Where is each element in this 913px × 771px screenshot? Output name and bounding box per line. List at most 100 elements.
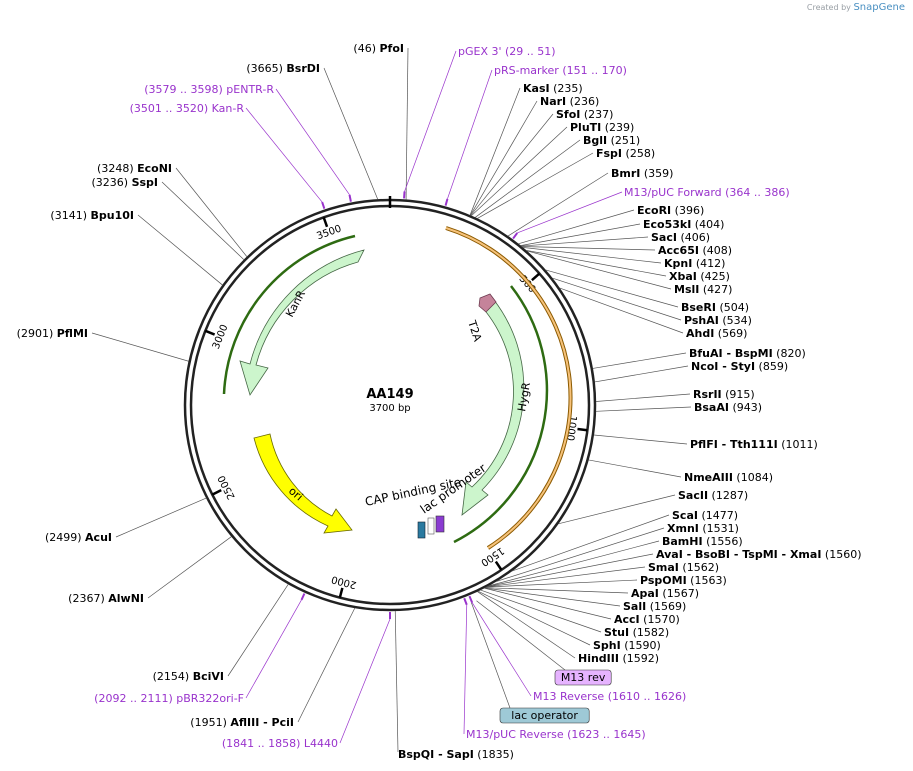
enzyme-smai[interactable]: SmaI (1562): [648, 561, 719, 574]
leader-line: [522, 247, 662, 264]
enzyme-bpu10i[interactable]: (3141) Bpu10I: [50, 209, 134, 222]
enzyme-acc65i[interactable]: Acc65I (408): [658, 244, 732, 257]
enzyme-fspi[interactable]: FspI (258): [596, 147, 655, 160]
leader-line: [447, 69, 493, 199]
leader-line: [595, 406, 692, 412]
leader-line: [477, 152, 594, 219]
t2a-feature[interactable]: [478, 293, 497, 313]
plasmid-name: AA149: [366, 387, 413, 402]
enzyme-saci[interactable]: SacI (406): [651, 231, 710, 244]
leader-line: [297, 607, 356, 723]
enzyme-pspomi[interactable]: PspOMI (1563): [640, 574, 727, 587]
annotation-labels: (46) PfoI (3665) BsrDI (3248) EcoNI(3236) …: [17, 42, 862, 761]
enzyme-kasi[interactable]: KasI (235): [523, 82, 583, 95]
ori-feature[interactable]: [253, 433, 353, 534]
enzyme-ahdi[interactable]: AhdI (569): [686, 327, 747, 340]
enzyme-bamhi[interactable]: BamHI (1556): [662, 535, 743, 548]
leader-line: [593, 434, 688, 445]
leader-line: [526, 250, 667, 277]
leader-line: [484, 587, 612, 620]
leader-line: [323, 67, 379, 200]
tick-3500: [322, 216, 329, 228]
primer-pbr322ori-f[interactable]: (2092 .. 2111) pBR322ori-F: [94, 692, 244, 705]
primer-l4440[interactable]: (1841 .. 1858) L4440: [222, 737, 338, 750]
enzyme-stui[interactable]: StuI (1582): [604, 626, 669, 639]
enzyme-xmni[interactable]: XmnI (1531): [667, 522, 739, 535]
leader-line: [91, 332, 189, 362]
leader-line: [480, 589, 602, 633]
leader-line: [595, 393, 691, 402]
enzyme-sphi[interactable]: SphI (1590): [593, 639, 661, 652]
tick-1000: [577, 427, 588, 432]
enzyme-bfuai[interactable]: BfuAI - BspMI (820): [689, 347, 806, 360]
primer-pentr-r[interactable]: (3579 .. 3598) pENTR-R: [144, 83, 274, 96]
enzyme-afliii[interactable]: (1951) AflIII - PciI: [190, 716, 294, 729]
enzyme-bgli[interactable]: BglI (251): [583, 134, 640, 147]
enzyme-pflmi[interactable]: (2901) PflMI: [17, 327, 88, 340]
enzyme-bcivi[interactable]: (2154) BciVI: [153, 670, 224, 683]
primer-pgex-3-[interactable]: pGEX 3' (29 .. 51): [458, 45, 556, 58]
hygr-track: [453, 285, 549, 544]
enzyme-kpni[interactable]: KpnI (412): [664, 257, 725, 270]
enzyme-pfoi[interactable]: (46) PfoI: [353, 42, 404, 55]
leader-line: [471, 602, 532, 697]
leader-line: [476, 600, 566, 671]
enzyme-econi[interactable]: (3248) EcoNI: [97, 162, 172, 175]
m13-rev-feature[interactable]: [435, 515, 445, 533]
enzyme-avai[interactable]: AvaI - BsoBI - TspMI - XmaI (1560): [656, 548, 862, 561]
primer-m13-puc-reverse[interactable]: M13/pUC Reverse (1623 .. 1645): [466, 728, 646, 741]
enzyme-pluti[interactable]: PluTI (239): [570, 121, 634, 134]
box-M13-rev[interactable]: [554, 669, 612, 686]
box-lac-operator[interactable]: [499, 707, 590, 724]
enzyme-apai[interactable]: ApaI (1567): [631, 587, 699, 600]
plasmid-length: 3700 bp: [369, 403, 410, 414]
kanr-feature[interactable]: [239, 249, 365, 396]
tick-label-1500: 1500: [479, 545, 506, 568]
lac-operator-feature[interactable]: [427, 517, 435, 535]
enzyme-sacii[interactable]: SacII (1287): [678, 489, 748, 502]
site-mark: [512, 232, 519, 240]
enzyme-bspqi[interactable]: BspQI - SapI (1835): [398, 748, 514, 761]
leader-line: [245, 599, 302, 699]
annotation-lines: [91, 47, 692, 753]
enzyme-hindiii[interactable]: HindIII (1592): [578, 652, 659, 665]
enzyme-alwni[interactable]: (2367) AlwNI: [68, 592, 144, 605]
enzyme-acci[interactable]: AccI (1570): [614, 613, 680, 626]
primer-m13-reverse[interactable]: M13 Reverse (1610 .. 1626): [533, 690, 686, 703]
hygr-feature[interactable]: [461, 299, 525, 516]
leader-line: [245, 107, 323, 203]
enzyme-acui[interactable]: (2499) AcuI: [45, 531, 112, 544]
primer-kan-r[interactable]: (3501 .. 3520) Kan-R: [130, 102, 245, 115]
enzyme-bsaai[interactable]: BsaAI (943): [694, 401, 762, 414]
leader-line: [496, 527, 665, 582]
enzyme-sspi[interactable]: (3236) SspI: [91, 176, 158, 189]
enzyme-pflfi[interactable]: PflFI - Tth111I (1011): [690, 438, 818, 451]
leader-line: [526, 250, 672, 290]
leader-line: [405, 47, 409, 200]
site-mark: [444, 198, 449, 206]
enzyme-nari[interactable]: NarI (236): [540, 95, 599, 108]
enzyme-sfoi[interactable]: SfoI (237): [556, 108, 613, 121]
enzyme-xbai[interactable]: XbaI (425): [669, 270, 730, 283]
tick-label-2000: 2000: [330, 573, 357, 590]
kanr-track: [222, 234, 356, 395]
leader-line: [520, 223, 641, 246]
enzyme-rsrii[interactable]: RsrII (915): [693, 388, 755, 401]
tick-500: [531, 272, 541, 282]
enzyme-bmri[interactable]: BmrI (359): [611, 167, 673, 180]
primer-m13-puc-forward[interactable]: M13/pUC Forward (364 .. 386): [624, 186, 790, 199]
primer-prs-marker[interactable]: pRS-marker (151 .. 170): [494, 64, 627, 77]
enzyme-eco53ki[interactable]: Eco53kI (404): [643, 218, 724, 231]
enzyme-pshai[interactable]: PshAI (534): [684, 314, 752, 327]
enzyme-scai[interactable]: ScaI (1477): [672, 509, 738, 522]
enzyme-nmeaiii[interactable]: NmeAIII (1084): [684, 471, 773, 484]
leader-line: [471, 602, 511, 709]
enzyme-sali[interactable]: SalI (1569): [623, 600, 686, 613]
enzyme-bseri[interactable]: BseRI (504): [681, 301, 749, 314]
cap-binding-site-feature[interactable]: [417, 521, 426, 539]
leader-line: [227, 583, 289, 677]
enzyme-ncoi[interactable]: NcoI - StyI (859): [691, 360, 788, 373]
enzyme-msli[interactable]: MslI (427): [674, 283, 732, 296]
enzyme-ecori[interactable]: EcoRI (396): [637, 204, 704, 217]
enzyme-bsrdi[interactable]: (3665) BsrDI: [246, 62, 320, 75]
